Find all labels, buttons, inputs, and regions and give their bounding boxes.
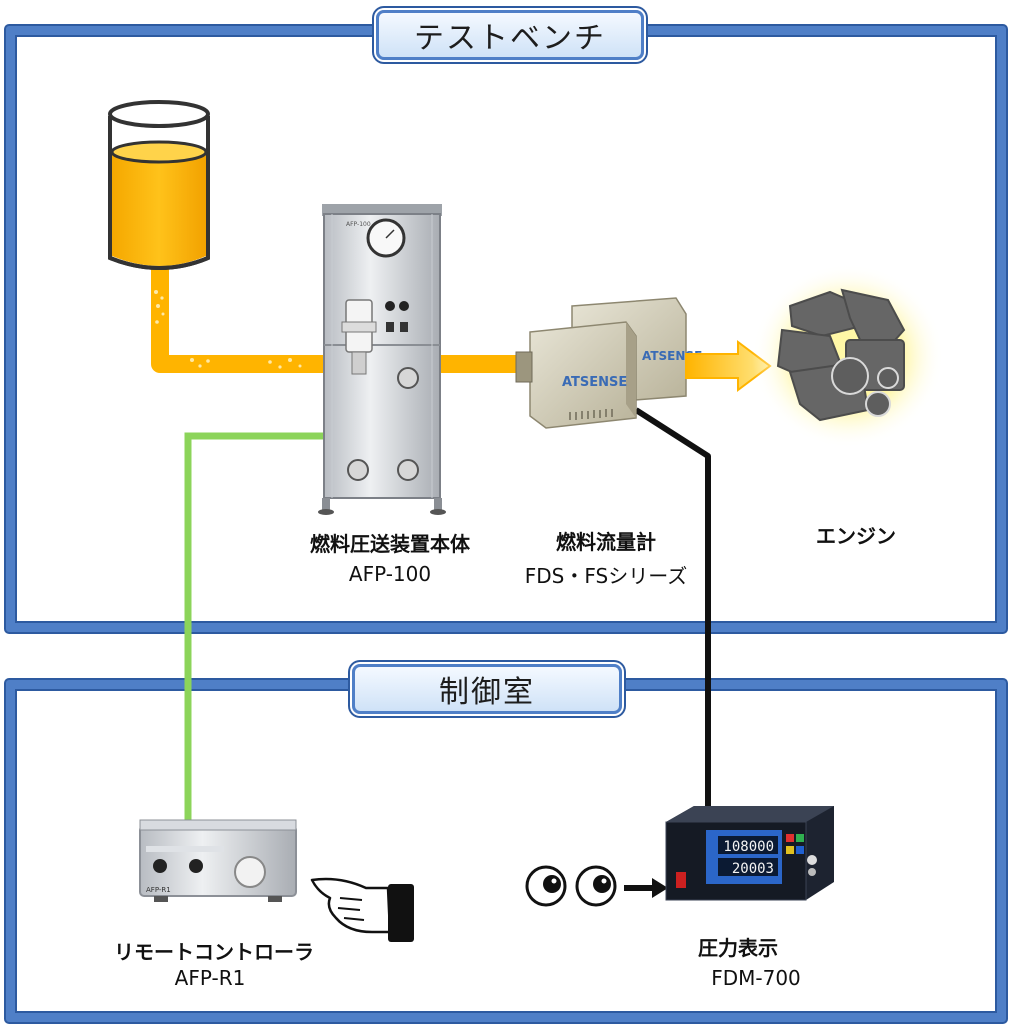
pressure-display-device: 108000 20003 bbox=[665, 806, 834, 901]
pump-unit-model: AFP-100 bbox=[348, 562, 432, 586]
engine-icon bbox=[752, 264, 944, 448]
control-room-title: 制御室 bbox=[352, 664, 622, 714]
flow-meter-device: ATSENSE ATSENSE bbox=[515, 297, 702, 429]
remote-model: AFP-R1 bbox=[174, 966, 246, 990]
display-model: FDM-700 bbox=[711, 966, 801, 990]
test-bench-title: テストベンチ bbox=[376, 10, 644, 60]
display-name: 圧力表示 bbox=[698, 936, 778, 960]
display-readout-bottom: 20003 bbox=[732, 861, 774, 877]
display-readout-top: 108000 bbox=[723, 839, 774, 855]
remote-name: リモートコントローラ bbox=[114, 940, 314, 964]
pressure-knob-icon bbox=[234, 856, 266, 888]
pump-panel-text: AFP-100 bbox=[346, 221, 371, 228]
fitting-icon bbox=[397, 367, 419, 389]
view-arrow-icon bbox=[624, 878, 668, 898]
eyes-icon bbox=[525, 865, 617, 907]
fitting-icon bbox=[347, 459, 369, 481]
flow-meter-brand: ATSENSE bbox=[562, 375, 627, 390]
flow-meter-name: 燃料流量計 bbox=[556, 530, 656, 554]
remote-panel-text: AFP-R1 bbox=[146, 886, 171, 894]
remote-controller-device: AFP-R1 bbox=[139, 819, 297, 902]
fuel-tank-icon bbox=[108, 100, 210, 270]
pump-unit-name: 燃料圧送装置本体 bbox=[310, 532, 470, 556]
pointing-hand-icon bbox=[310, 877, 414, 942]
control-signal-line bbox=[184, 432, 334, 826]
flow-arrow-icon bbox=[685, 340, 772, 392]
flow-signal-line bbox=[634, 407, 711, 808]
pump-unit-device: AFP-100 bbox=[318, 204, 446, 515]
fuel-line bbox=[151, 253, 530, 373]
flow-meter-model: FDS・FSシリーズ bbox=[524, 564, 688, 588]
fitting-icon bbox=[397, 459, 419, 481]
engine-name: エンジン bbox=[816, 524, 896, 548]
